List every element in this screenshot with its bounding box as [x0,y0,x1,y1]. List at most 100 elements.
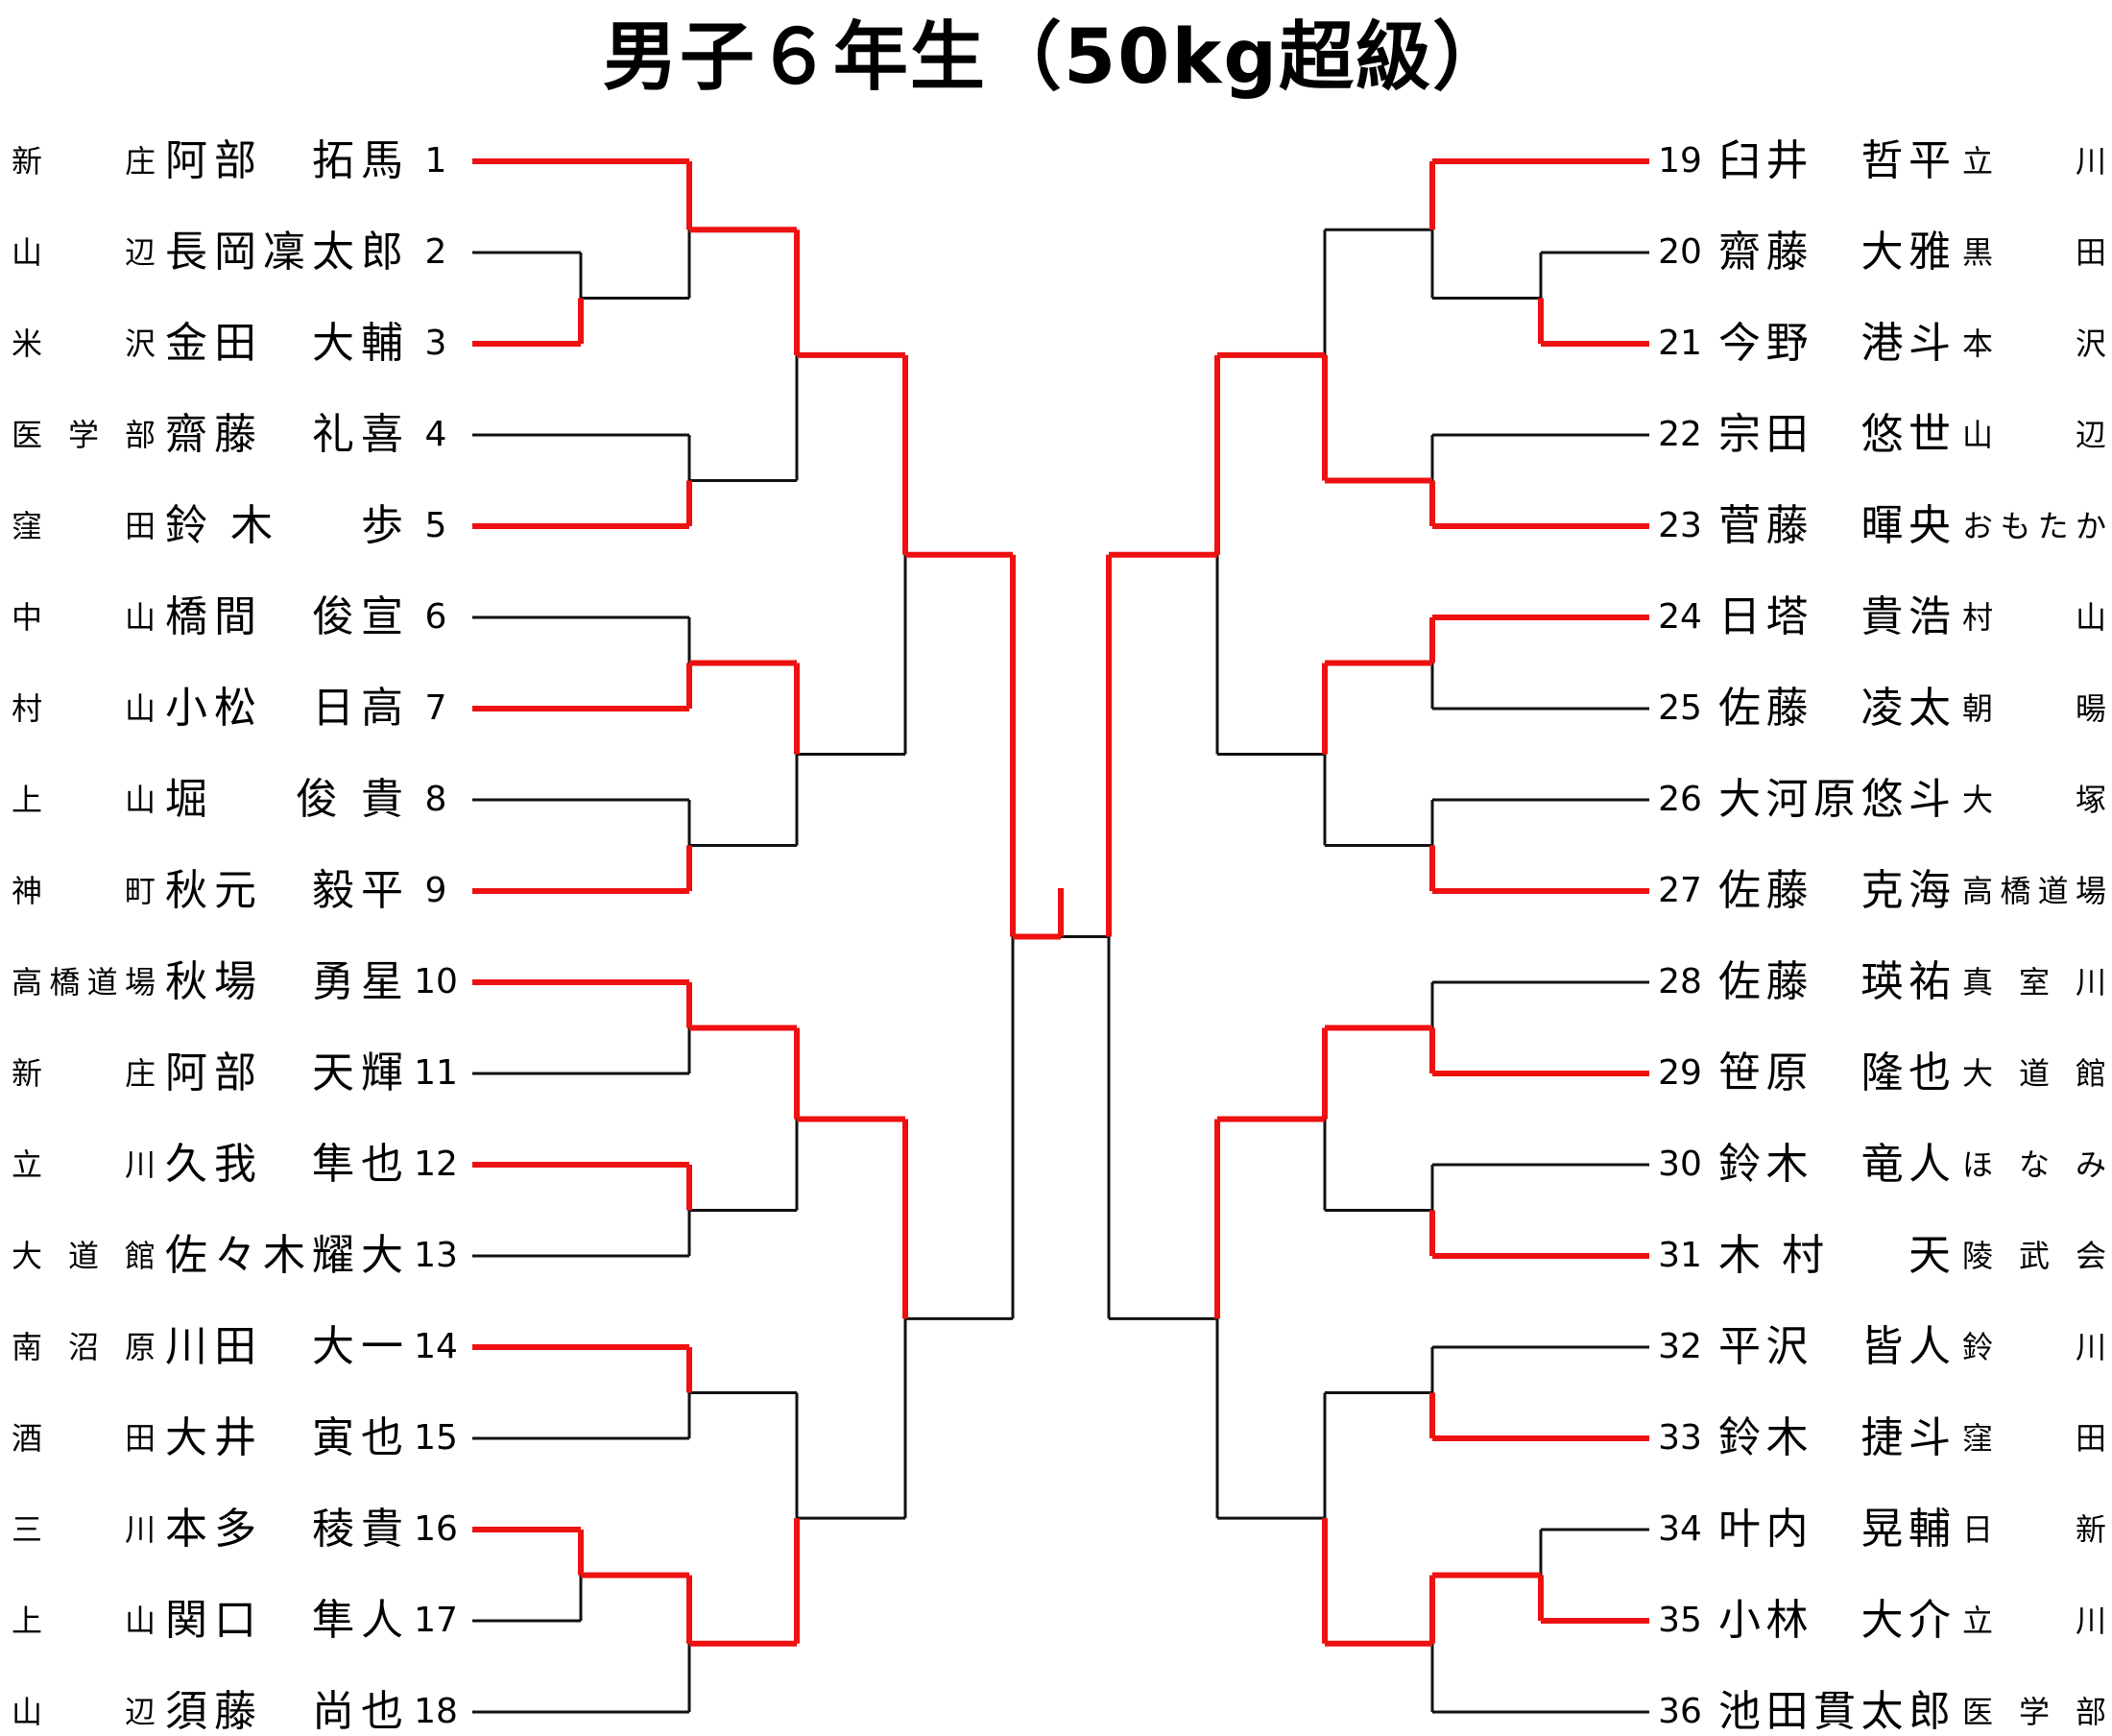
competitor-club: 酒 田 [12,1420,156,1457]
competitor-club: 医学部 [12,417,156,453]
competitor-club: 神 町 [12,873,156,909]
competitor-name: 阿部 拓馬 [165,136,405,185]
competitor-club: 黒 田 [1962,234,2106,271]
competitor-club: 村 山 [1962,599,2106,636]
competitor-club: 医学部 [1962,1694,2106,1730]
competitor-number: 6 [424,597,447,637]
competitor-name: 小松 日高 [165,684,405,733]
competitor-number: 27 [1658,871,1702,910]
competitor-name: 佐藤 凌太 [1718,684,1953,733]
competitor-number: 3 [424,324,447,363]
competitor-name: 大井 寅也 [165,1413,405,1462]
competitor-club: 真室川 [1962,964,2106,1001]
competitor-club: 大道館 [1962,1055,2106,1092]
competitor-club: 鈴 川 [1962,1329,2106,1365]
competitor-name: 阿部 天輝 [165,1049,405,1097]
competitor-club: おもたか [1962,508,2106,544]
competitor-number: 21 [1658,324,1702,363]
competitor-club: 三 川 [12,1511,156,1548]
competitor-name: 叶内 晃輔 [1718,1505,1953,1554]
competitor-name: 鈴木 歩 [165,501,405,550]
competitor-club: 大 塚 [1962,782,2106,818]
competitor-club: 上 山 [12,1603,156,1639]
competitor-number: 31 [1658,1236,1702,1275]
competitor-number: 30 [1658,1145,1702,1184]
competitor-number: 5 [424,506,447,545]
competitor-club: 本 沢 [1962,326,2106,362]
competitor-club: 窪 田 [1962,1420,2106,1457]
competitor-number: 10 [414,962,458,1001]
competitor-club: 立 川 [1962,143,2106,180]
competitor-name: 金田 大輔 [165,319,405,368]
competitor-name: 今野 港斗 [1718,319,1953,368]
competitor-name: 平沢 皆人 [1718,1322,1953,1371]
competitor-number: 36 [1658,1692,1702,1731]
competitor-club: 南沼原 [12,1329,156,1365]
competitor-club: 新 庄 [12,143,156,180]
competitor-number: 25 [1658,688,1702,728]
competitor-club: 中 山 [12,599,156,636]
competitor-club: 立 川 [1962,1603,2106,1639]
competitor-club: 日 新 [1962,1511,2106,1548]
competitor-number: 19 [1658,141,1702,181]
competitor-club: 山 辺 [12,234,156,271]
competitor-number: 34 [1658,1509,1702,1549]
competitor-name: 本多 稜貴 [165,1505,405,1554]
competitor-name: 鈴木 竜人 [1718,1140,1953,1189]
competitor-name: 長岡凜太郎 [165,228,405,277]
competitor-number: 23 [1658,506,1702,545]
competitor-club: 高橋道場 [12,964,156,1001]
competitor-number: 18 [414,1692,458,1731]
competitor-number: 17 [414,1601,458,1640]
competitor-club: ほなみ [1962,1146,2106,1183]
competitor-name: 大河原悠斗 [1718,775,1953,824]
competitor-club: 米 沢 [12,326,156,362]
competitor-name: 小林 大介 [1718,1596,1953,1645]
competitor-number: 15 [414,1418,458,1458]
competitor-name: 笹原 隆也 [1718,1049,1953,1097]
competitor-name: 佐藤 克海 [1718,866,1953,915]
competitor-number: 22 [1658,415,1702,454]
competitor-club: 山 辺 [12,1694,156,1730]
competitor-club: 朝 暘 [1962,690,2106,727]
competitor-club: 村 山 [12,690,156,727]
competitor-club: 上 山 [12,782,156,818]
competitor-name: 木村 天 [1718,1231,1953,1280]
competitor-name: 齋藤 礼喜 [165,410,405,459]
competitor-name: 齋藤 大雅 [1718,228,1953,277]
competitor-number: 20 [1658,232,1702,272]
competitor-number: 24 [1658,597,1702,637]
competitor-name: 鈴木 捷斗 [1718,1413,1953,1462]
competitor-number: 16 [414,1509,458,1549]
competitor-name: 堀 俊貴 [165,775,405,824]
competitor-number: 13 [414,1236,458,1275]
competitor-name: 久我 隼也 [165,1140,405,1189]
competitor-number: 2 [424,232,447,272]
competitor-number: 12 [414,1145,458,1184]
competitor-name: 秋元 毅平 [165,866,405,915]
competitor-club: 高橋道場 [1962,873,2106,909]
competitor-club: 山 辺 [1962,417,2106,453]
competitor-club: 立 川 [12,1146,156,1183]
competitor-club: 陵武会 [1962,1238,2106,1274]
competitor-name: 臼井 哲平 [1718,136,1953,185]
competitor-name: 橋間 俊宣 [165,592,405,641]
competitor-number: 4 [424,415,447,454]
competitor-number: 8 [424,780,447,819]
competitor-club: 大道館 [12,1238,156,1274]
competitor-number: 26 [1658,780,1702,819]
competitor-name: 菅藤 暉央 [1718,501,1953,550]
competitor-number: 33 [1658,1418,1702,1458]
competitor-club: 新 庄 [12,1055,156,1092]
competitor-number: 28 [1658,962,1702,1001]
competitor-number: 7 [424,688,447,728]
competitor-name: 関口 隼人 [165,1596,405,1645]
competitor-name: 日塔 貴浩 [1718,592,1953,641]
competitor-name: 川田 大一 [165,1322,405,1371]
competitor-name: 佐藤 瑛祐 [1718,957,1953,1006]
competitor-number: 32 [1658,1327,1702,1366]
competitor-number: 11 [414,1053,458,1093]
bracket-title: 男子６年生（50kg超級） [602,14,1510,101]
competitor-name: 宗田 悠世 [1718,410,1953,459]
